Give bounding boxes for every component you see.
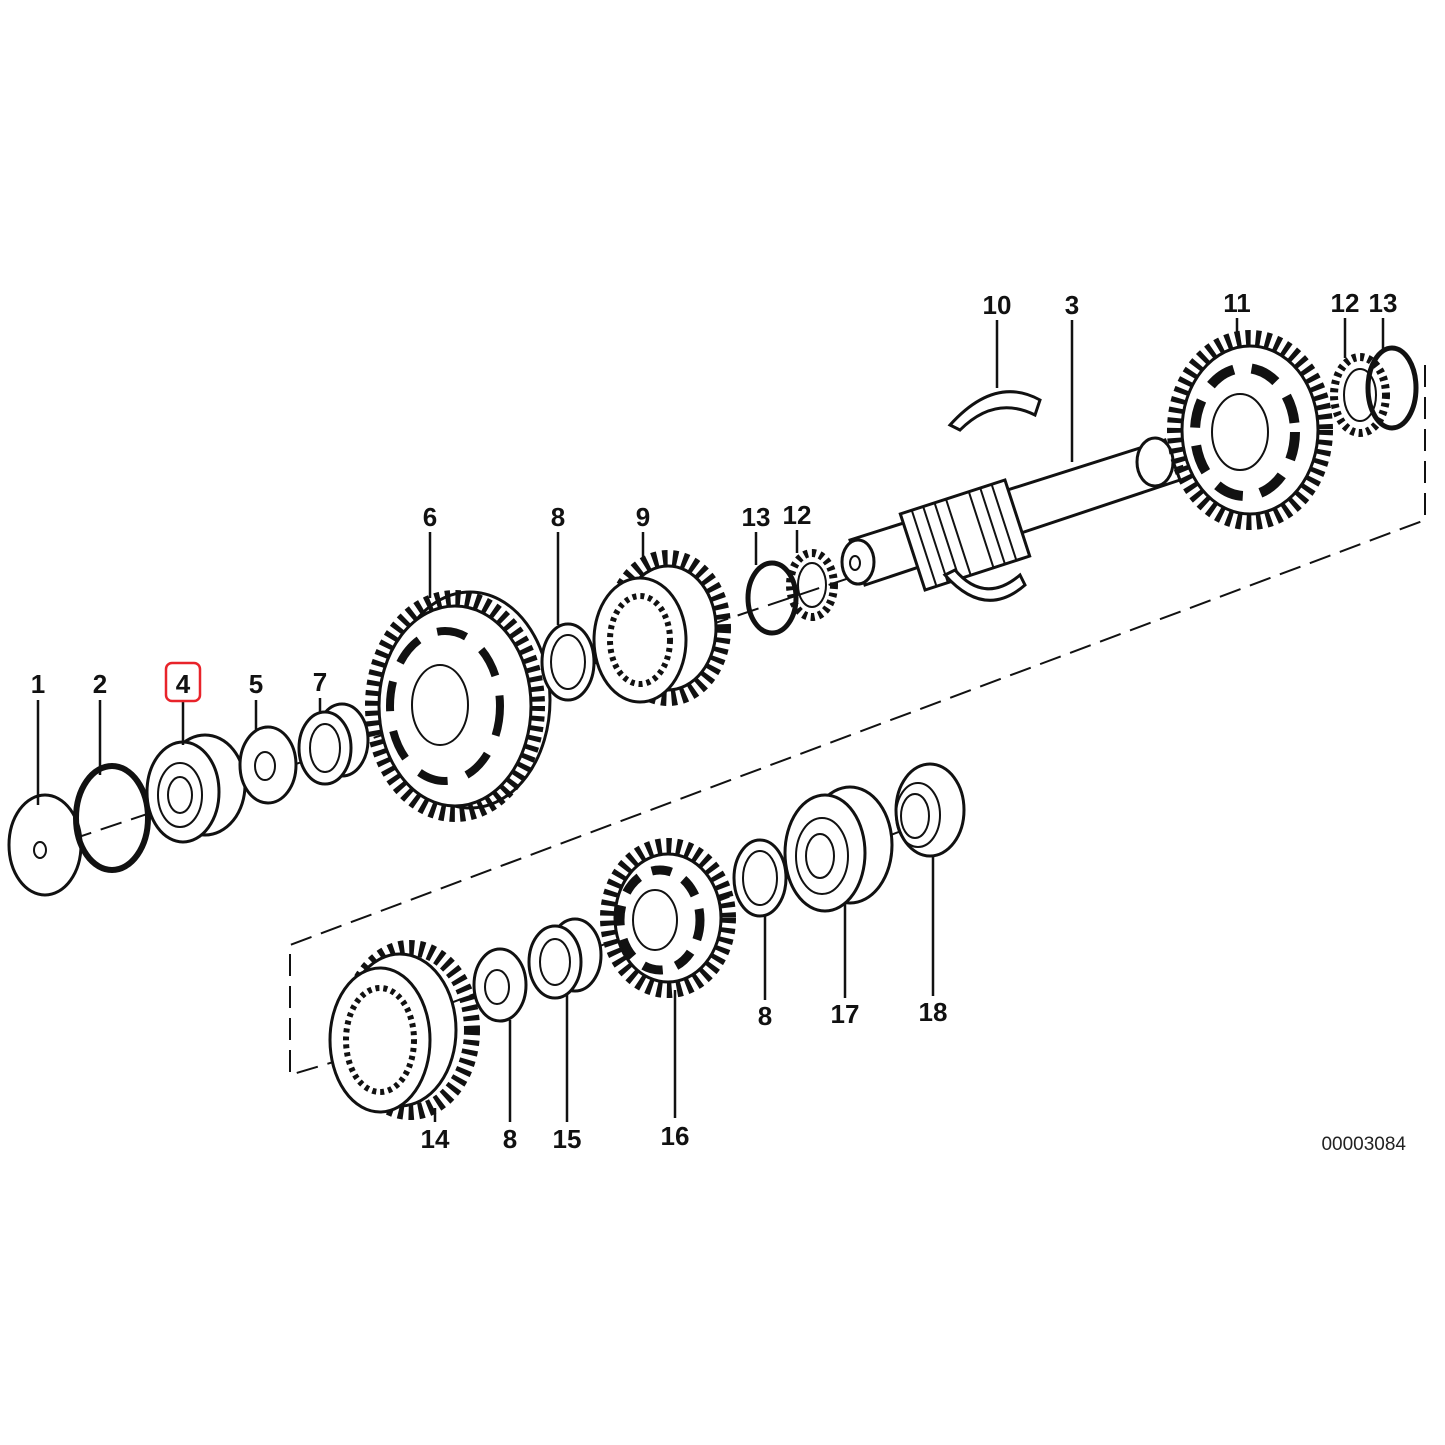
part-18-seal[interactable]	[894, 762, 966, 858]
label-part-11[interactable]: 11	[1223, 288, 1251, 318]
label-part-2[interactable]: 2	[93, 669, 107, 699]
label-part-12-b[interactable]: 12	[1331, 288, 1360, 318]
part-2-ring[interactable]	[73, 763, 151, 873]
part-7-bushing[interactable]	[297, 702, 370, 786]
part-13-circlip[interactable]	[745, 560, 799, 636]
part-14-gear[interactable]	[328, 940, 480, 1120]
label-part-13[interactable]: 13	[742, 502, 771, 532]
part-8-washer-b[interactable]	[472, 947, 528, 1023]
part-16-gear[interactable]	[600, 838, 736, 998]
part-12-splined-washer-b[interactable]	[1330, 353, 1390, 437]
part-4-bearing[interactable]	[145, 733, 247, 844]
label-part-1[interactable]: 1	[31, 669, 45, 699]
label-part-8-c[interactable]: 8	[758, 1001, 772, 1031]
label-part-13-b[interactable]: 13	[1369, 288, 1398, 318]
label-part-15[interactable]: 15	[553, 1124, 582, 1154]
label-part-6[interactable]: 6	[423, 502, 437, 532]
part-10-needle-bearing[interactable]	[942, 390, 1042, 602]
part-8-washer[interactable]	[540, 622, 596, 702]
part-3-shaft[interactable]	[840, 436, 1182, 592]
part-6-gear[interactable]	[365, 590, 552, 822]
label-part-4[interactable]: 4	[176, 669, 191, 699]
part-12-splined-washer[interactable]	[786, 549, 838, 621]
part-8-washer-c[interactable]	[732, 838, 788, 918]
label-part-18[interactable]: 18	[919, 997, 948, 1027]
label-part-9[interactable]: 9	[636, 502, 650, 532]
drawing-number: 00003084	[1321, 1134, 1406, 1155]
part-15-bushing[interactable]	[527, 917, 603, 1000]
label-part-17[interactable]: 17	[831, 999, 860, 1029]
part-5-washer[interactable]	[238, 725, 298, 805]
leader-lines	[36, 318, 1385, 1122]
label-part-3[interactable]: 3	[1065, 290, 1079, 320]
label-part-16[interactable]: 16	[661, 1121, 690, 1151]
highlight-box-part-4	[164, 661, 202, 703]
label-part-5[interactable]: 5	[249, 669, 263, 699]
part-9-gear[interactable]	[592, 550, 731, 706]
part-11-gear[interactable]	[1167, 330, 1333, 530]
label-part-8-b[interactable]: 8	[503, 1124, 517, 1154]
part-17-bearing[interactable]	[783, 785, 894, 913]
part-labels: 1 2 4 5 7 6 8 9 13 12 10 3 11 12 13 14 8…	[31, 288, 1398, 1154]
label-part-10[interactable]: 10	[983, 290, 1012, 320]
part-13-circlip-b[interactable]	[1365, 345, 1419, 431]
label-part-14[interactable]: 14	[421, 1124, 450, 1154]
part-1-flange[interactable]	[7, 793, 83, 897]
label-part-7[interactable]: 7	[313, 667, 327, 697]
label-part-12[interactable]: 12	[783, 500, 812, 530]
label-part-8[interactable]: 8	[551, 502, 565, 532]
